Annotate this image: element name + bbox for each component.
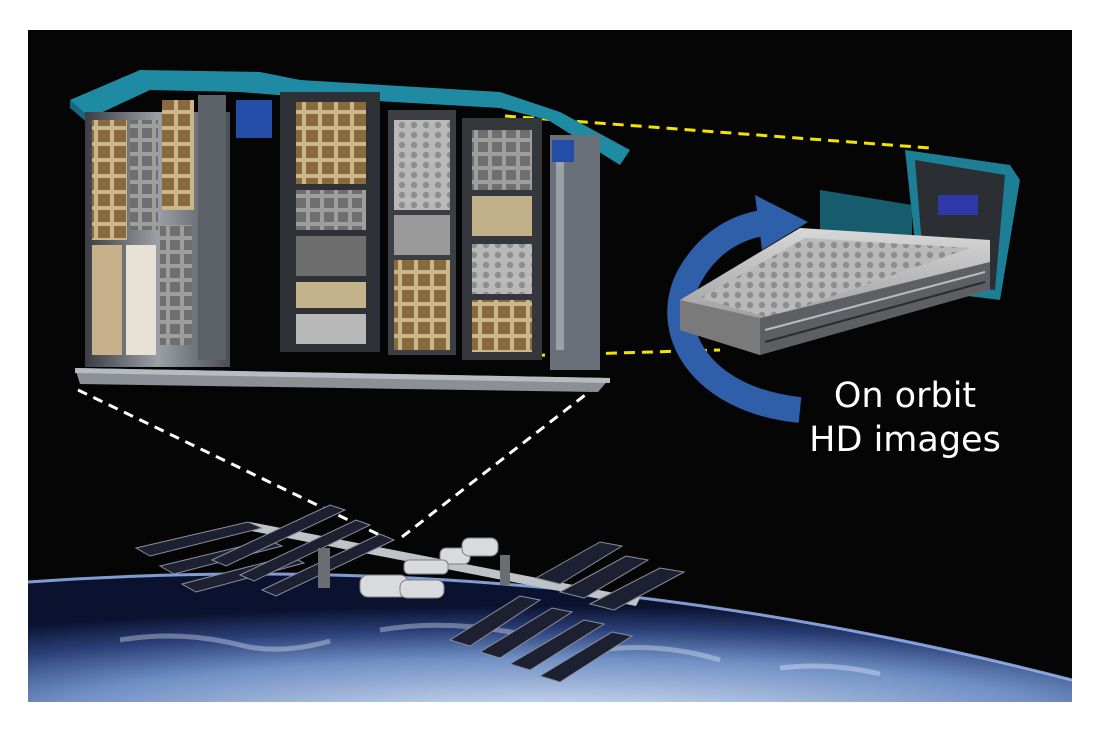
caption-line-2: HD images: [809, 420, 1001, 460]
iss-station-icon: [134, 504, 686, 683]
rack-assembly: [70, 70, 630, 392]
leader-lines: [77, 383, 599, 542]
earth-horizon-icon: [27, 572, 1073, 702]
sample-tray: [680, 150, 1020, 355]
rack-cabinet-right: [236, 100, 600, 370]
rack-cabinet-middle: [280, 92, 456, 355]
caption-text: On orbit HD images: [780, 374, 1030, 462]
rack-cabinet-left: [85, 95, 230, 367]
caption-line-1: On orbit: [833, 376, 977, 416]
rotate-arrow-icon: [667, 195, 808, 423]
